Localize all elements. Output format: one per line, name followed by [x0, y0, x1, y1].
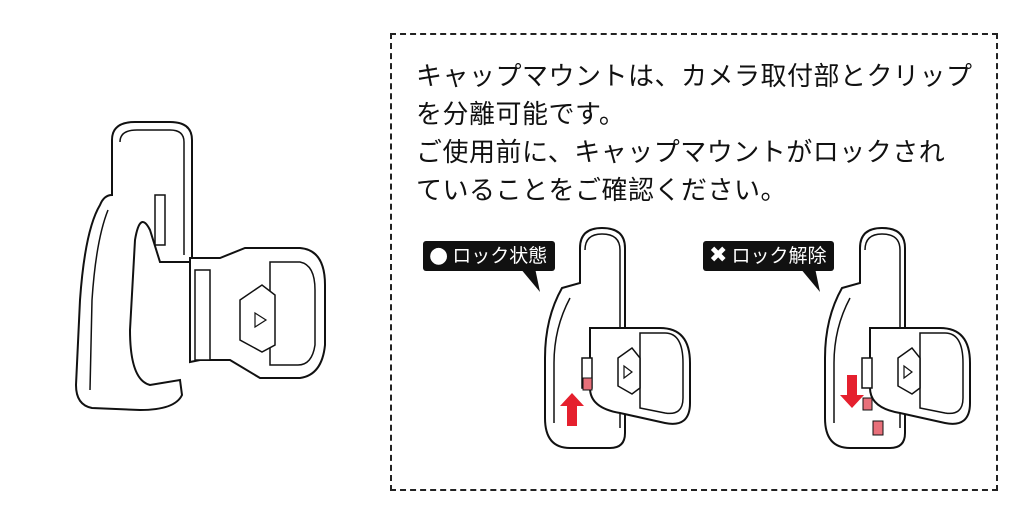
unlocked-illustration [824, 227, 971, 449]
locked-illustration [544, 227, 691, 449]
instruction-line: キャップマウントは、カメラ取付部とクリップ [416, 62, 973, 92]
instruction-line: ていることをご確認ください。 [416, 176, 788, 206]
arrow-up-icon [560, 393, 584, 426]
locked-text: ロック状態 [452, 245, 548, 267]
clip-mount-illustration [74, 121, 326, 412]
instruction-line: を分離可能です。 [416, 100, 626, 130]
cross-icon: ✖ [709, 243, 728, 268]
info-frame [390, 33, 998, 491]
instruction-line: ご使用前に、キャップマウントがロックされ [416, 138, 946, 168]
unlocked-text: ロック解除 [731, 245, 827, 267]
instruction-text: キャップマウントは、カメラ取付部とクリップ を分離可能です。 ご使用前に、キャッ… [416, 58, 986, 210]
circle-icon: ● [429, 243, 449, 268]
unlocked-label: ✖ ロック解除 [703, 241, 835, 271]
arrow-down-icon [840, 375, 864, 408]
locked-label: ● ロック状態 [423, 241, 556, 271]
